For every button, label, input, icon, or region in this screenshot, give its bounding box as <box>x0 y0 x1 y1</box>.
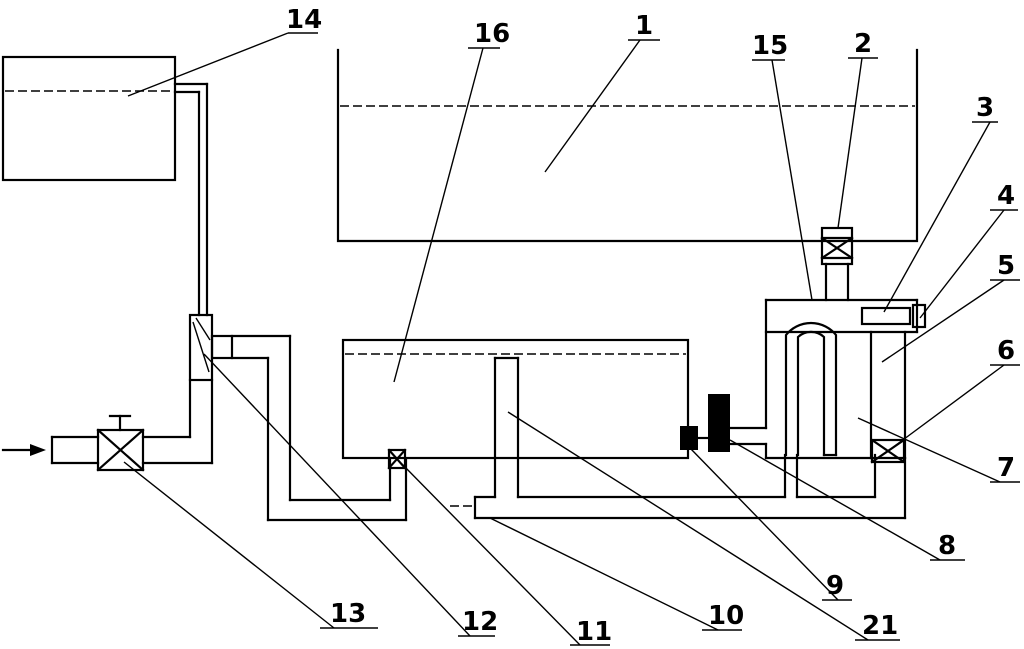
label-7: 7 <box>997 453 1015 483</box>
leader-lines <box>123 32 1020 646</box>
reservoir-tank-14 <box>1 55 177 182</box>
label-3: 3 <box>976 93 994 123</box>
pump-9 <box>680 426 698 450</box>
label-21: 21 <box>862 611 898 641</box>
loop-pipe-12-to-11 <box>230 334 408 522</box>
label-2: 2 <box>854 29 872 59</box>
inlet-arrow-icon <box>1 444 46 456</box>
pipe-21 <box>493 356 520 499</box>
label-1: 1 <box>635 11 653 41</box>
label-5: 5 <box>997 251 1015 281</box>
pump-outlet-pipe <box>728 298 768 460</box>
main-tank-1 <box>336 48 919 243</box>
drop-pipe-14-to-12 <box>173 82 209 317</box>
label-9: 9 <box>826 571 844 601</box>
mixer-body-12 <box>188 313 234 382</box>
label-10: 10 <box>708 601 744 631</box>
return-pipe-10 <box>450 453 907 520</box>
label-8: 8 <box>938 531 956 561</box>
motor-8 <box>696 394 730 452</box>
valve-13 <box>96 414 145 472</box>
label-15: 15 <box>752 31 788 61</box>
label-4: 4 <box>997 181 1015 211</box>
label-13: 13 <box>330 599 366 629</box>
label-11: 11 <box>576 617 612 647</box>
label-12: 12 <box>462 607 498 637</box>
label-16: 16 <box>474 19 510 49</box>
siphon-15 <box>784 321 838 457</box>
valve-2 <box>820 226 854 302</box>
label-14: 14 <box>286 5 322 35</box>
inlet-pipe <box>50 378 214 465</box>
label-6: 6 <box>997 336 1015 366</box>
chamber-5 <box>764 298 927 460</box>
